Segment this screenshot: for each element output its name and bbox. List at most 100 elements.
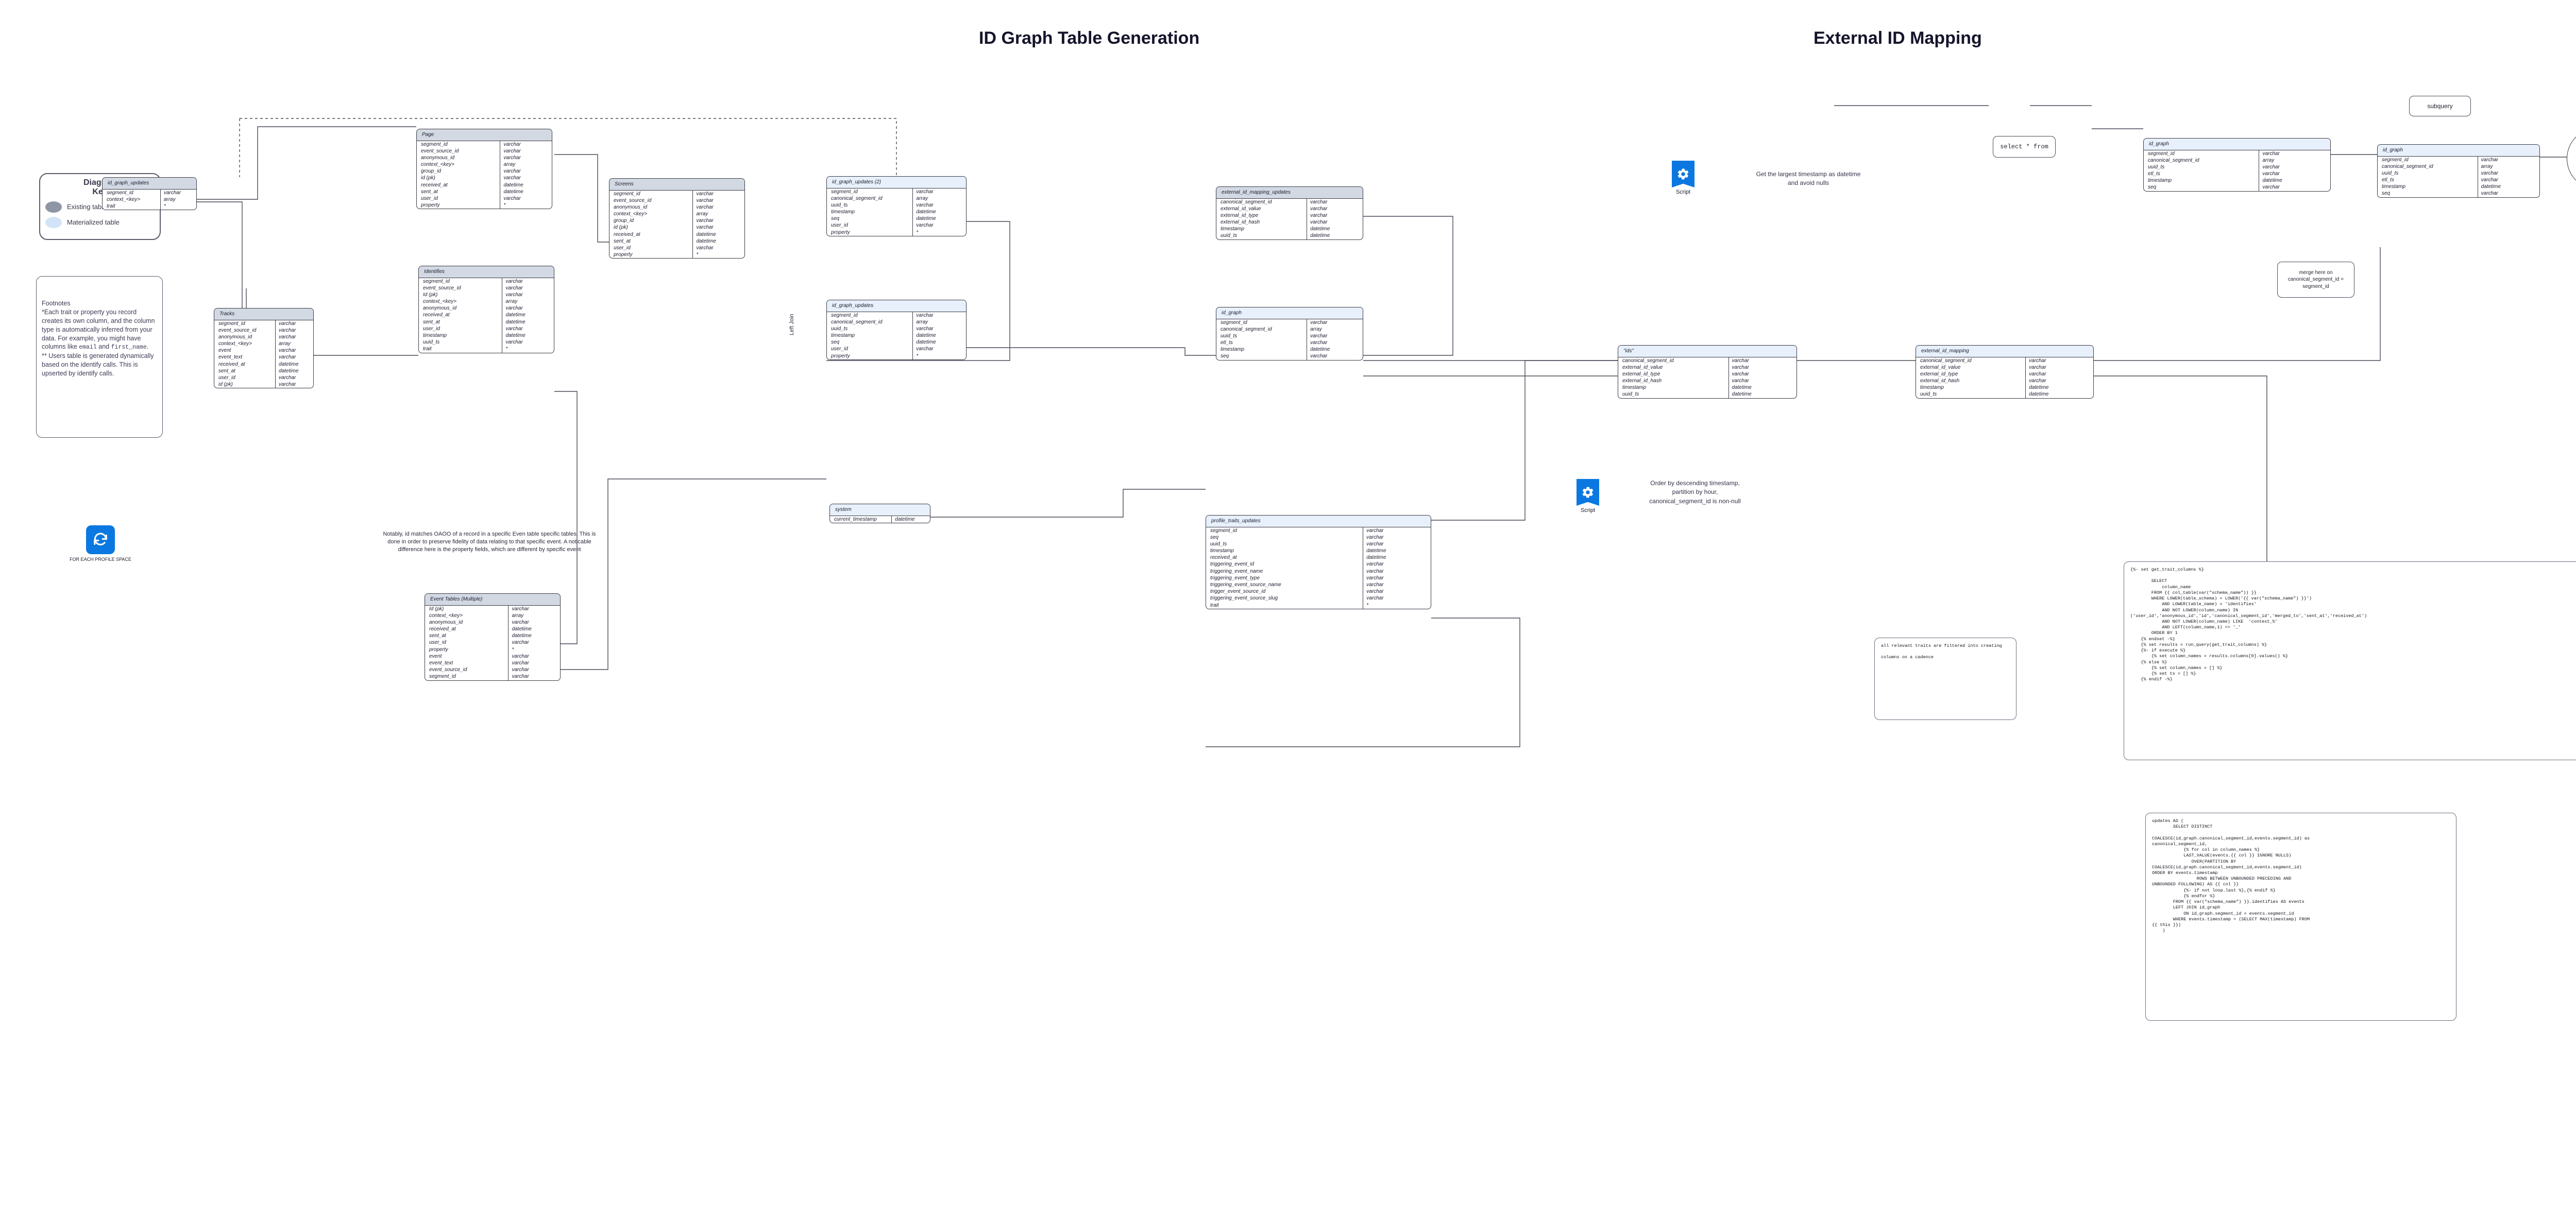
er-table-header: id_graph xyxy=(2144,139,2330,150)
er-column-type: varchar xyxy=(1310,199,1328,205)
er-column-type: varchar xyxy=(916,222,934,229)
er-column-type: datetime xyxy=(1310,226,1330,232)
er-column-type: varchar xyxy=(505,305,523,312)
er-table-row: property* xyxy=(827,352,966,359)
script-label: Script xyxy=(1580,507,1596,513)
er-column-type: varchar xyxy=(505,325,523,332)
er-column-name: canonical_segment_id xyxy=(1216,325,1308,333)
er-table-row: property* xyxy=(827,229,966,236)
er-column-type: varchar xyxy=(2262,171,2280,177)
er-table-header: profile_traits_updates xyxy=(1206,516,1431,527)
er-column-name: external_id_hash xyxy=(1216,219,1308,226)
er-column-type: datetime xyxy=(1310,347,1330,353)
er-column-type: varchar xyxy=(1310,333,1328,339)
er-column-name: timestamp xyxy=(1618,384,1729,391)
trait-filter-note-text: all relevant traits are filtered into cr… xyxy=(1881,643,2002,660)
er-column-name: received_at xyxy=(417,181,501,188)
er-column-name: uuid_ts xyxy=(827,201,913,209)
pill-subquery: subquery xyxy=(2409,96,2471,116)
er-column-type: varchar xyxy=(512,619,529,625)
for-each-profile-space-label: FOR EACH PROFILE SPACE xyxy=(70,557,131,562)
pill-merge-here: merge here on canonical_segment_id = seg… xyxy=(2277,262,2354,298)
er-column-name: external_id_value xyxy=(1216,205,1308,212)
er-column-type: varchar xyxy=(1366,595,1384,602)
er-column-name: user_id xyxy=(827,222,913,229)
er-column-type: varchar xyxy=(505,285,523,291)
er-column-name: seq xyxy=(1206,534,1364,541)
er-column-name: anonymous_id xyxy=(419,305,503,312)
er-column-type: varchar xyxy=(279,375,296,381)
event-tables-note: Notably, id matches OAOO of a record in … xyxy=(383,531,596,553)
er-column-type: varchar xyxy=(512,606,529,612)
for-each-profile-space-badge: FOR EACH PROFILE SPACE xyxy=(62,525,139,563)
er-column-name: event xyxy=(214,347,276,354)
er-column-type: varchar xyxy=(696,204,714,210)
er-column-type: datetime xyxy=(916,333,936,339)
er-column-type: varchar xyxy=(279,334,296,340)
er-column-name: received_at xyxy=(214,361,276,368)
section-title-id-graph: ID Graph Table Generation xyxy=(979,28,1200,48)
er-column-type: varchar xyxy=(279,327,296,333)
er-column-type: varchar xyxy=(696,197,714,203)
er-column-name: timestamp xyxy=(1216,226,1308,233)
er-column-type: varchar xyxy=(1366,527,1384,534)
er-column-type: datetime xyxy=(696,238,716,244)
er-column-name: context_<key> xyxy=(214,340,276,348)
er-column-name: received_at xyxy=(1206,554,1364,561)
er-table-header: Tracks xyxy=(214,308,313,320)
er-column-type: varchar xyxy=(1732,357,1749,364)
er-column-type: varchar xyxy=(279,382,296,388)
er-column-type: varchar xyxy=(1310,205,1328,212)
er-column-name: canonical_segment_id xyxy=(827,318,913,325)
er-table-header: Screens xyxy=(609,179,744,191)
er-column-name: sent_at xyxy=(419,318,503,325)
er-column-type: varchar xyxy=(1310,219,1328,226)
er-column-type: * xyxy=(1366,602,1369,608)
er-column-type: varchar xyxy=(163,190,181,196)
er-column-type: varchar xyxy=(512,653,529,659)
er-column-name: timestamp xyxy=(419,332,503,339)
er-column-type: varchar xyxy=(2481,177,2499,183)
er-column-type: varchar xyxy=(512,640,529,646)
pill-label: select * from xyxy=(2000,143,2048,150)
legend-item-label: Materialized table xyxy=(67,218,120,226)
er-column-type: varchar xyxy=(2029,378,2046,384)
er-table-row: context_<key>array xyxy=(103,196,196,203)
er-column-name: etl_ts xyxy=(1216,339,1308,347)
er-column-name: received_at xyxy=(425,626,509,633)
er-column-type: datetime xyxy=(512,633,532,639)
er-column-name: user_id xyxy=(609,245,693,252)
